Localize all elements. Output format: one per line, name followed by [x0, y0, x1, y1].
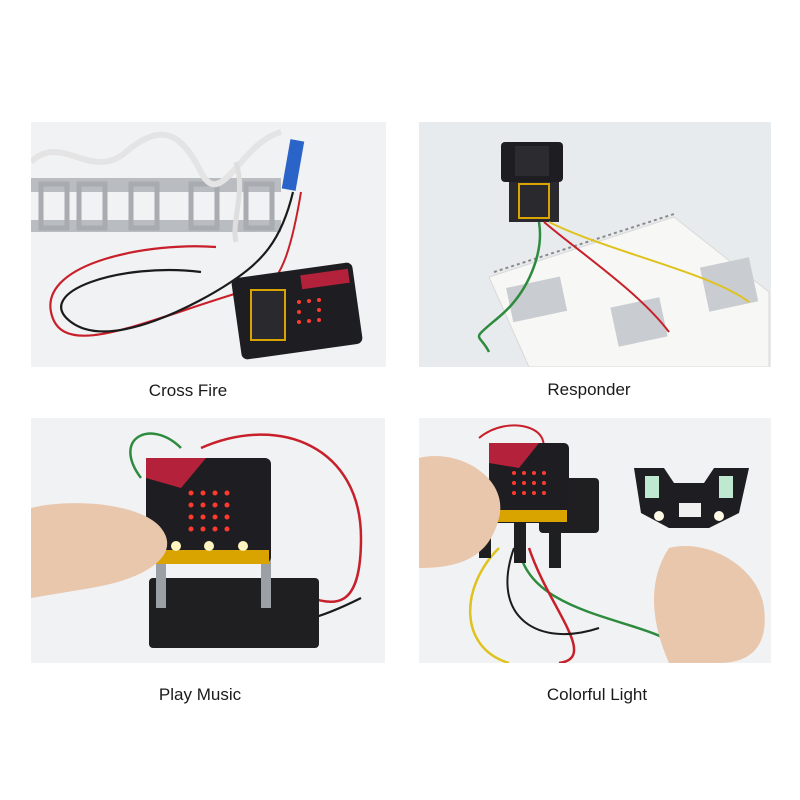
photo-responder	[419, 122, 771, 367]
photo-play-music	[31, 418, 385, 663]
caption-colorful-light: Colorful Light	[546, 685, 648, 704]
photo-cross-fire	[31, 122, 386, 367]
caption-play-music: Play Music	[158, 685, 242, 704]
caption-cross-fire: Cross Fire	[148, 381, 228, 400]
responder-image	[419, 122, 771, 367]
colorful-light-image	[419, 418, 771, 663]
play-music-image	[31, 418, 385, 663]
photo-colorful-light	[419, 418, 771, 663]
caption-responder: Responder	[547, 380, 631, 399]
cross-fire-image	[31, 122, 386, 367]
